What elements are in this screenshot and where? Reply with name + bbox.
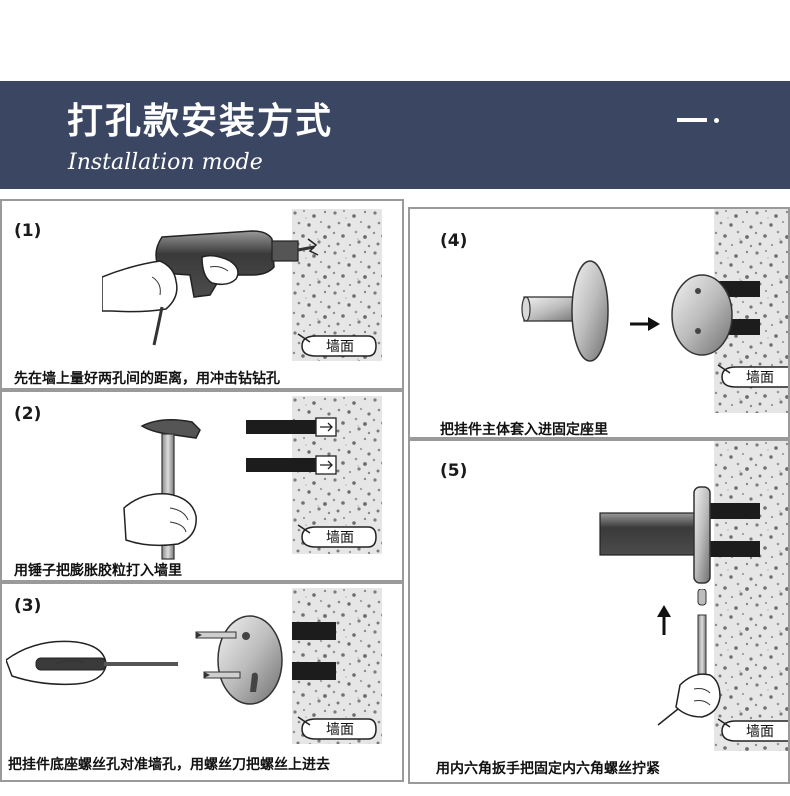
- step-4-number: (4): [440, 231, 468, 251]
- step-4-caption: 把挂件主体套入进固定座里: [440, 422, 608, 438]
- allen-wrench-illustration: [657, 589, 721, 726]
- hook-body-illustration: [521, 260, 609, 362]
- step-5-number: (5): [440, 461, 468, 481]
- step-5-caption: 用内六角扳手把固定内六角螺丝拧紧: [436, 761, 660, 777]
- page-title: 打孔款安装方式: [67, 101, 334, 142]
- wall-label-badge: 墙面: [297, 333, 377, 357]
- wall-label-badge: 墙面: [717, 718, 788, 742]
- step-2-panel: (2) 墙面 用锤子把膨胀胶粒打入墙里: [0, 390, 404, 582]
- drill-illustration: [102, 230, 319, 346]
- screwdriver-illustration: [6, 640, 178, 686]
- wall-label-badge: 墙面: [297, 524, 377, 548]
- hammer-illustration: [123, 419, 201, 560]
- arrow-up-icon: [657, 605, 671, 635]
- banner-dash-mark: [677, 118, 707, 122]
- wall-texture: [714, 441, 788, 751]
- expansion-plug-illustration: [246, 417, 337, 475]
- wall-label-text: 墙面: [326, 339, 354, 355]
- banner-dot-mark: [714, 118, 719, 123]
- step-2-caption: 用锤子把膨胀胶粒打入墙里: [14, 563, 182, 579]
- wall-label-badge: 墙面: [297, 716, 377, 740]
- page-subtitle: Installation mode: [68, 150, 263, 175]
- step-5-panel: (5) 墙面 用内六角扳手把固定内六角螺丝拧紧: [408, 439, 790, 784]
- header-banner: [0, 81, 790, 189]
- step-2-number: (2): [14, 404, 42, 424]
- step-1-caption: 先在墙上量好两孔间的距离，用冲击钻钻孔: [14, 371, 280, 387]
- embedded-plugs: [292, 622, 336, 680]
- wall-label-text: 墙面: [746, 370, 774, 386]
- wall-label-text: 墙面: [746, 724, 774, 740]
- step-3-panel: (3) 墙面 把挂件底座螺丝孔对准墙孔，用螺丝刀把螺丝上进去: [0, 582, 404, 782]
- wall-label-text: 墙面: [326, 530, 354, 546]
- assembled-hook-illustration: [599, 486, 760, 584]
- step-4-panel: (4) 墙面 把挂件主体套入进固定座里: [408, 207, 790, 439]
- step-1-panel: (1) 墙面 先在墙上量好两孔间的距离，用冲击钻钻孔: [0, 199, 404, 390]
- step-3-number: (3): [14, 596, 42, 616]
- arrow-right-icon: [630, 317, 660, 331]
- wall-label-badge: 墙面: [717, 364, 788, 388]
- wall-label-text: 墙面: [326, 722, 354, 738]
- mounting-base-illustration: [195, 615, 283, 705]
- step-3-caption: 把挂件底座螺丝孔对准墙孔，用螺丝刀把螺丝上进去: [8, 757, 330, 773]
- mounted-base-illustration: [671, 274, 760, 356]
- step-1-number: (1): [14, 221, 42, 241]
